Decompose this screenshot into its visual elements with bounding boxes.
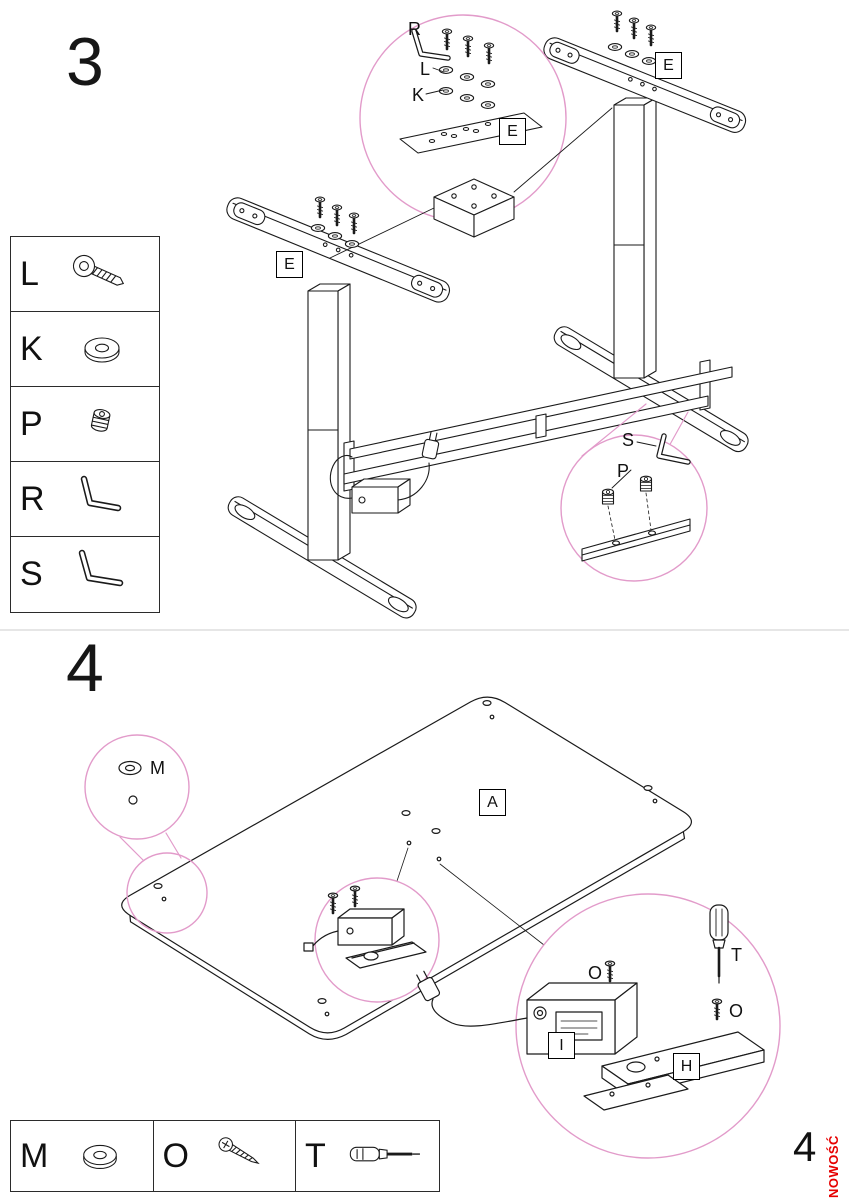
legend-row-allen-key-s: S: [11, 537, 159, 612]
legend-letter: K: [20, 329, 43, 368]
crossbeams: [343, 359, 733, 492]
label-s: S: [622, 430, 635, 450]
tabletop: [121, 696, 693, 1040]
label-l: L: [420, 59, 431, 79]
legend-row-bolt: L: [11, 237, 159, 312]
label-box-h-handset: H: [673, 1053, 700, 1080]
handset-bracket: [583, 1074, 689, 1111]
label-box-a-tabletop: A: [479, 789, 506, 816]
legend-letter: S: [20, 555, 43, 593]
step3-number: 3: [66, 24, 104, 100]
set-screw-icon: [90, 409, 111, 432]
label-o-top: O: [588, 963, 603, 983]
callout-insert-content: [118, 760, 142, 805]
label-m: M: [150, 758, 165, 778]
step3-parts-legend: L K P: [10, 236, 160, 613]
allen-key-icon: [80, 475, 122, 512]
label-box-e-left-arm: E: [276, 251, 303, 278]
label-box-e-right-arm: E: [655, 52, 682, 79]
label-box-i-power-supply: I: [548, 1032, 575, 1059]
wood-screw-icon: [218, 1137, 260, 1165]
power-plug: [416, 970, 441, 1002]
step3-illustration: [226, 9, 749, 619]
washer-icon: [84, 337, 120, 363]
new-badge: NOWOŚĆ: [826, 1135, 841, 1198]
callout-setscrews-content: [581, 433, 691, 562]
callout-circle-power: [515, 893, 781, 1159]
legend-row-allen-key-r: R: [11, 462, 159, 537]
legend-letter: R: [20, 479, 45, 518]
screwdriver-icon: [349, 1146, 420, 1162]
frame-power-cable: [329, 431, 440, 501]
callout-control-mount-content: [303, 884, 427, 969]
power-plug-cable: [416, 970, 528, 1027]
step4-parts-legend: M O T: [10, 1120, 440, 1192]
power-supply-unit: [526, 982, 638, 1055]
frame-plug: [421, 431, 440, 460]
step4-illustration: [84, 696, 781, 1159]
legend-row-washer: K: [11, 312, 159, 387]
legend-letter: O: [162, 1136, 189, 1175]
washer-icon: [83, 1144, 117, 1169]
legend-letter: P: [20, 404, 43, 443]
legend-letter: T: [305, 1136, 326, 1175]
motor-box: [351, 478, 411, 514]
legend-row-setscrew: P: [11, 387, 159, 462]
step4-number: 4: [66, 630, 104, 706]
countersunk-bolt-icon: [72, 254, 125, 286]
callout-circle-insert: [84, 734, 190, 840]
label-k: K: [412, 85, 425, 105]
legend-cell-insert: M: [11, 1121, 154, 1191]
label-p: P: [617, 461, 630, 481]
section-divider: [0, 629, 849, 631]
label-r: R: [408, 19, 421, 39]
callout-circle-corner: [126, 852, 208, 934]
legend-cell-screw: O: [154, 1121, 296, 1191]
legend-cell-screwdriver: T: [296, 1121, 439, 1191]
label-box-e-callout: E: [499, 118, 526, 145]
legend-letter: L: [20, 254, 39, 293]
left-arm: [226, 197, 451, 303]
label-t: T: [731, 945, 742, 965]
right-arm: [543, 37, 747, 133]
left-leg: [307, 283, 351, 561]
arm-screws-right: [607, 9, 657, 65]
page-number: 4: [793, 1123, 817, 1170]
allen-key-icon: [78, 549, 124, 586]
screwdriver: [709, 904, 729, 984]
legend-letter: M: [20, 1136, 49, 1175]
label-o-bottom: O: [729, 1001, 744, 1021]
right-leg: [613, 97, 657, 379]
